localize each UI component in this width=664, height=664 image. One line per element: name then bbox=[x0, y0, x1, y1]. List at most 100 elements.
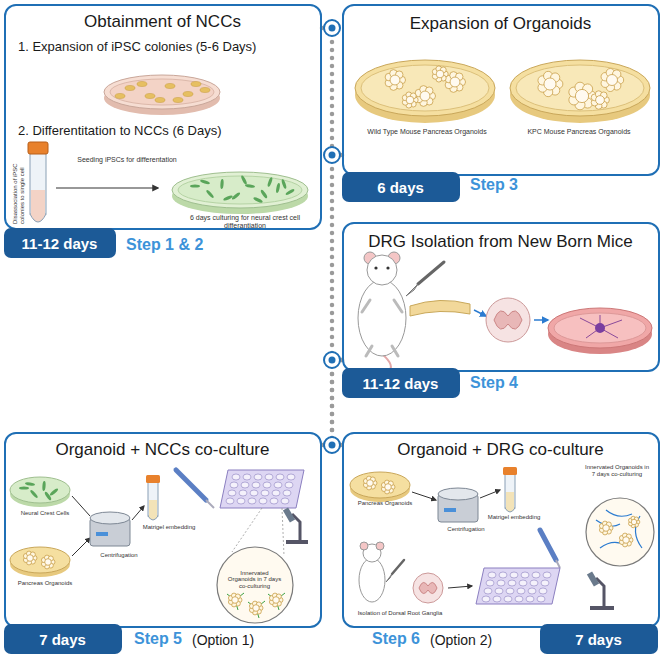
organoid bbox=[544, 78, 556, 90]
timeline-dot bbox=[329, 25, 336, 32]
duration-label: 11-12 days bbox=[22, 235, 98, 252]
plate-well bbox=[259, 498, 267, 504]
option-label: (Option 1) bbox=[192, 632, 292, 648]
spinal-cord bbox=[534, 319, 548, 321]
falcon-tube bbox=[28, 142, 48, 154]
innervated-organoid bbox=[623, 537, 630, 544]
neural-crest-cell bbox=[281, 179, 287, 189]
caption-text: Innervated Organoids in 7 days co-cultur… bbox=[584, 464, 650, 478]
plate-well bbox=[541, 580, 549, 586]
pipette bbox=[176, 470, 206, 500]
neural-crest-cell bbox=[245, 184, 255, 189]
duration-label: 7 days bbox=[575, 631, 622, 648]
neural-crest-cell bbox=[25, 482, 35, 487]
organoid-dish bbox=[510, 60, 650, 116]
caption-text: Centrifugation bbox=[84, 552, 154, 559]
plate-well bbox=[226, 498, 234, 504]
plate-well bbox=[243, 474, 251, 480]
falcon-tube bbox=[30, 214, 46, 222]
plate-well bbox=[287, 474, 295, 480]
plate-well bbox=[515, 596, 523, 602]
innervated-organoid bbox=[248, 601, 265, 618]
step-label: Step 6 bbox=[372, 630, 432, 648]
ipsc-colony bbox=[165, 84, 175, 89]
neural-crest-cell bbox=[275, 183, 280, 193]
organoid bbox=[596, 96, 605, 105]
panel-title: Expansion of Organoids bbox=[344, 14, 657, 34]
plate-well bbox=[252, 482, 260, 488]
timeline-dot bbox=[324, 20, 340, 36]
plate-well bbox=[493, 596, 501, 602]
organoid-dish bbox=[350, 472, 410, 498]
neural-crest-cell bbox=[29, 489, 38, 498]
plate-well bbox=[482, 572, 551, 602]
caption-text: Wild Type Mouse Pancreas Organoids bbox=[352, 128, 502, 136]
neural-crest-cell bbox=[253, 197, 263, 204]
organoid bbox=[420, 91, 430, 101]
drg-dish bbox=[580, 315, 622, 338]
falcon-tube bbox=[28, 142, 48, 222]
plate-well bbox=[530, 580, 538, 586]
spinal-cord bbox=[486, 298, 530, 342]
ncc-dish bbox=[10, 477, 70, 503]
falcon-tube bbox=[503, 467, 517, 512]
caption-text: Pancreas Organoids bbox=[350, 500, 420, 507]
step-label: Step 3 bbox=[470, 176, 570, 194]
plate-well bbox=[250, 490, 258, 496]
neural-crest-cell bbox=[200, 179, 210, 185]
panel-title: DRG Isolation from New Born Mice bbox=[344, 232, 657, 252]
scalpel bbox=[386, 574, 392, 582]
innervated-organoid bbox=[232, 597, 239, 604]
innervated-organoid bbox=[596, 510, 642, 548]
ipsc-colony bbox=[200, 88, 210, 93]
plate-well bbox=[537, 596, 545, 602]
ipsc-dish bbox=[110, 79, 214, 105]
pipette bbox=[176, 470, 214, 508]
timeline-dot bbox=[324, 352, 340, 368]
falcon-tube bbox=[505, 508, 515, 512]
timeline-dot bbox=[329, 442, 336, 449]
caption-text: 6 days culturing for neural crest cell d… bbox=[172, 214, 318, 230]
neural-crest-cell bbox=[220, 179, 224, 189]
falcon-tube bbox=[146, 475, 160, 520]
organoid bbox=[27, 555, 34, 562]
neural-crest-cell bbox=[267, 177, 273, 187]
centrifuge bbox=[90, 512, 130, 524]
plate-well bbox=[499, 572, 507, 578]
centrifuge bbox=[444, 508, 456, 512]
neural-crest-cell bbox=[260, 189, 268, 199]
ipsc-colony bbox=[145, 94, 155, 99]
newborn-mouse bbox=[359, 558, 385, 602]
organoid-dish bbox=[10, 547, 70, 573]
organoid-dish bbox=[516, 65, 644, 111]
neural-crest-cell bbox=[223, 195, 233, 202]
plate-well bbox=[263, 482, 271, 488]
step-panel: Organoid + DRG co-culturePancreas Organo… bbox=[342, 432, 660, 628]
ipsc-dish bbox=[104, 75, 220, 109]
neural-crest-cell bbox=[19, 486, 29, 489]
flow-arrow bbox=[480, 490, 500, 498]
pipette bbox=[540, 530, 560, 568]
microscope bbox=[590, 606, 614, 610]
microscope bbox=[283, 507, 295, 522]
plate-well bbox=[248, 498, 256, 504]
dorsal-root-ganglia bbox=[413, 573, 443, 603]
neural-crest-cell bbox=[285, 188, 295, 196]
spinal-cord bbox=[474, 310, 486, 316]
step-text: 2. Differentitation to NCCs (6 Days) bbox=[18, 124, 318, 139]
duration-tab: 7 days bbox=[540, 624, 658, 654]
duration-tab: 11-12 days bbox=[342, 368, 460, 398]
scalpel bbox=[406, 262, 444, 296]
step-label: Step 4 bbox=[470, 374, 570, 392]
dorsal-root-ganglia bbox=[419, 582, 437, 593]
innervated-organoid bbox=[631, 519, 637, 525]
caption-text: Isolation of Dorsal Root Ganglia bbox=[350, 610, 450, 617]
timeline-dot bbox=[324, 20, 340, 453]
duration-tab: 7 days bbox=[4, 624, 122, 654]
flow-arrow bbox=[132, 506, 144, 520]
plate-well bbox=[261, 490, 269, 496]
plate-well bbox=[254, 474, 262, 480]
plate-well bbox=[517, 588, 525, 594]
